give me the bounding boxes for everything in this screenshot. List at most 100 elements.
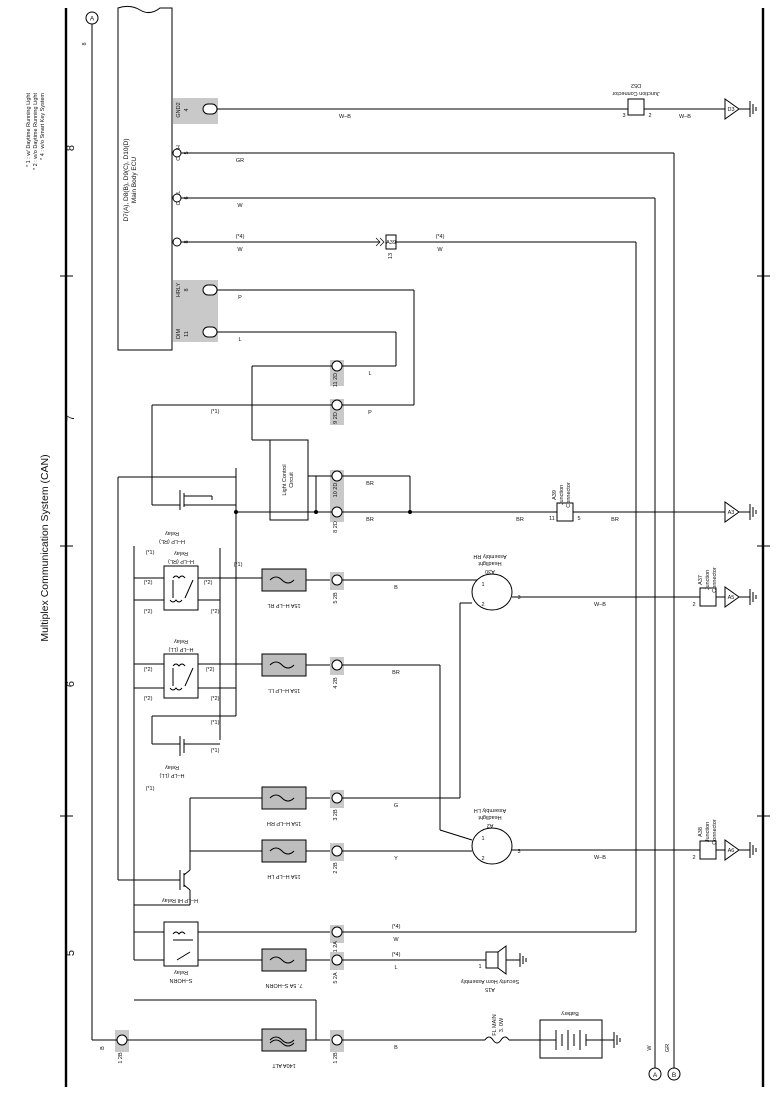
svg-text:3: 3 bbox=[622, 113, 625, 119]
junction-connector-d52 bbox=[627, 98, 645, 116]
svg-text:L: L bbox=[368, 371, 371, 377]
svg-text:1: 1 bbox=[481, 836, 484, 842]
svg-text:H–LP (LL): H–LP (LL) bbox=[159, 772, 184, 778]
junction-connector-a37: 2 A37 Junction Connector A5 bbox=[692, 567, 757, 608]
svg-text:GR: GR bbox=[236, 158, 244, 164]
svg-text:(*1): (*1) bbox=[146, 786, 155, 792]
svg-text:1: 1 bbox=[481, 582, 484, 588]
svg-text:Assembly LH: Assembly LH bbox=[474, 807, 506, 813]
fuse-hlp-ll: 15A H–LP LL 4 2B BR bbox=[261, 653, 473, 841]
svg-text:15A H–LP RL: 15A H–LP RL bbox=[267, 602, 300, 608]
headlight-assembly-rh: 1 2 3 A30 Headlight Assembly RH W–B bbox=[459, 553, 700, 798]
ecu-sub: Main Body ECU bbox=[131, 157, 138, 204]
svg-text:(*1): (*1) bbox=[211, 748, 220, 754]
svg-text:W: W bbox=[237, 247, 243, 253]
svg-text:Relay: Relay bbox=[165, 530, 179, 536]
svg-text:H–LP HI Relay: H–LP HI Relay bbox=[162, 897, 199, 903]
svg-text:(*1): (*1) bbox=[234, 562, 243, 568]
svg-text:2: 2 bbox=[692, 602, 695, 608]
svg-text:(*2): (*2) bbox=[144, 696, 153, 702]
svg-text:11: 11 bbox=[549, 516, 555, 522]
light-control-circuit: Light Control Circuit BR BR BR bbox=[234, 439, 557, 716]
svg-text:DIM: DIM bbox=[176, 329, 182, 340]
svg-text:4 2B: 4 2B bbox=[333, 677, 339, 689]
alt-fuse-circuit: 1 2B 140A ALT 1 2B B FL MAIN 3. 0W bbox=[92, 999, 540, 1068]
svg-text:140A ALT: 140A ALT bbox=[272, 1062, 296, 1068]
svg-text:2: 2 bbox=[648, 113, 651, 119]
svg-text:1 2B: 1 2B bbox=[118, 1052, 124, 1064]
svg-text:8: 8 bbox=[184, 288, 190, 291]
svg-text:BR: BR bbox=[392, 670, 400, 676]
svg-text:GND2: GND2 bbox=[176, 102, 182, 117]
svg-text:A: A bbox=[653, 1072, 658, 1079]
svg-text:H–LP (RL): H–LP (RL) bbox=[168, 558, 194, 564]
note-4: * 4 : w/o Smart Key System bbox=[40, 93, 46, 160]
svg-text:Headlight: Headlight bbox=[478, 560, 502, 566]
svg-text:A39: A39 bbox=[386, 240, 396, 246]
svg-text:W–B: W–B bbox=[594, 855, 606, 861]
svg-text:2: 2 bbox=[481, 856, 484, 862]
ecu-connectors bbox=[172, 103, 218, 338]
svg-text:Junction: Junction bbox=[705, 822, 711, 843]
svg-text:L: L bbox=[394, 965, 397, 971]
svg-text:Relay: Relay bbox=[174, 550, 188, 556]
svg-text:Junction: Junction bbox=[705, 570, 711, 591]
fuse-hlp-rh: 15A H–LP RH 3 2B G bbox=[189, 786, 460, 870]
svg-text:(*1): (*1) bbox=[146, 550, 155, 556]
relay-block-connectors: 11 2D L 9 2D P (*1) 10 2D 8 2D bbox=[151, 360, 414, 533]
svg-text:Light Control: Light Control bbox=[282, 464, 288, 495]
ecu-name: D7(A), D8(B), D9(C), D10(D) bbox=[123, 138, 130, 221]
svg-text:Battery: Battery bbox=[561, 1010, 579, 1016]
svg-text:Y: Y bbox=[394, 856, 398, 862]
svg-text:1 2B: 1 2B bbox=[333, 1052, 339, 1064]
svg-text:Junction: Junction bbox=[559, 485, 565, 506]
can-bus-wires: GR W W GR A B bbox=[181, 152, 681, 1081]
relay-hlp-rl-top: H–LP (RL) Relay (*1) bbox=[117, 476, 236, 880]
junction-connector-a38: 2 A38 Junction Connector A6 bbox=[692, 819, 757, 861]
svg-text:(*1): (*1) bbox=[211, 409, 220, 415]
main-body-ecu: D7(A), D8(B), D9(C), D10(D) Main Body EC… bbox=[117, 5, 218, 351]
svg-text:P: P bbox=[238, 295, 242, 301]
svg-text:FL MAIN: FL MAIN bbox=[492, 1014, 498, 1036]
svg-text:3: 3 bbox=[517, 849, 520, 855]
svg-text:4: 4 bbox=[184, 108, 190, 111]
svg-text:B: B bbox=[394, 585, 398, 591]
svg-text:(*2): (*2) bbox=[211, 696, 220, 702]
svg-text:W: W bbox=[237, 203, 243, 209]
svg-text:H–LP (LL): H–LP (LL) bbox=[168, 646, 193, 652]
svg-text:Connector: Connector bbox=[712, 567, 718, 593]
svg-text:15A H–LP LL: 15A H–LP LL bbox=[268, 687, 300, 693]
svg-text:B: B bbox=[672, 1072, 676, 1079]
svg-text:15A H–LP RH: 15A H–LP RH bbox=[267, 820, 301, 826]
svg-text:BR: BR bbox=[366, 517, 374, 523]
svg-text:W–B: W–B bbox=[679, 114, 691, 120]
svg-text:W–B: W–B bbox=[594, 602, 606, 608]
svg-text:A37: A37 bbox=[698, 575, 704, 585]
svg-text:11 2D: 11 2D bbox=[333, 373, 339, 387]
svg-text:2: 2 bbox=[481, 602, 484, 608]
svg-text:(*2): (*2) bbox=[144, 609, 153, 615]
svg-text:11 2A: 11 2A bbox=[333, 941, 339, 955]
svg-text:5 2B: 5 2B bbox=[333, 592, 339, 604]
svg-text:A3: A3 bbox=[728, 510, 735, 516]
relay-hlp-rl: H–LP (RL) Relay (*2) (*2) (*2) (*2) (*1) bbox=[133, 546, 262, 960]
relay-s-horn: S–HORN Relay bbox=[134, 921, 332, 983]
page-number-7: 7 bbox=[65, 415, 77, 421]
svg-text:A5: A5 bbox=[728, 595, 735, 601]
svg-text:H–LP (RL): H–LP (RL) bbox=[159, 538, 185, 544]
off-page-connector-a-bottom bbox=[648, 1067, 662, 1081]
svg-text:(*2): (*2) bbox=[211, 609, 220, 615]
note-1: * 1 : w/ Daytime Running Light bbox=[26, 93, 32, 167]
svg-text:Connector: Connector bbox=[566, 482, 572, 508]
svg-text:W: W bbox=[647, 1045, 653, 1051]
svg-text:L: L bbox=[238, 337, 241, 343]
svg-text:(*4): (*4) bbox=[392, 924, 401, 930]
svg-text:S–HORN: S–HORN bbox=[170, 977, 193, 983]
svg-text:Connector: Connector bbox=[712, 819, 718, 845]
svg-text:(*1): (*1) bbox=[211, 720, 220, 726]
relay-hlp-ll: H–LP (LL) Relay (*2) (*2) (*2) (*2) bbox=[134, 638, 262, 702]
svg-text:(*2): (*2) bbox=[144, 580, 153, 586]
svg-text:Relay: Relay bbox=[174, 969, 188, 975]
svg-text:(*2): (*2) bbox=[206, 667, 215, 673]
